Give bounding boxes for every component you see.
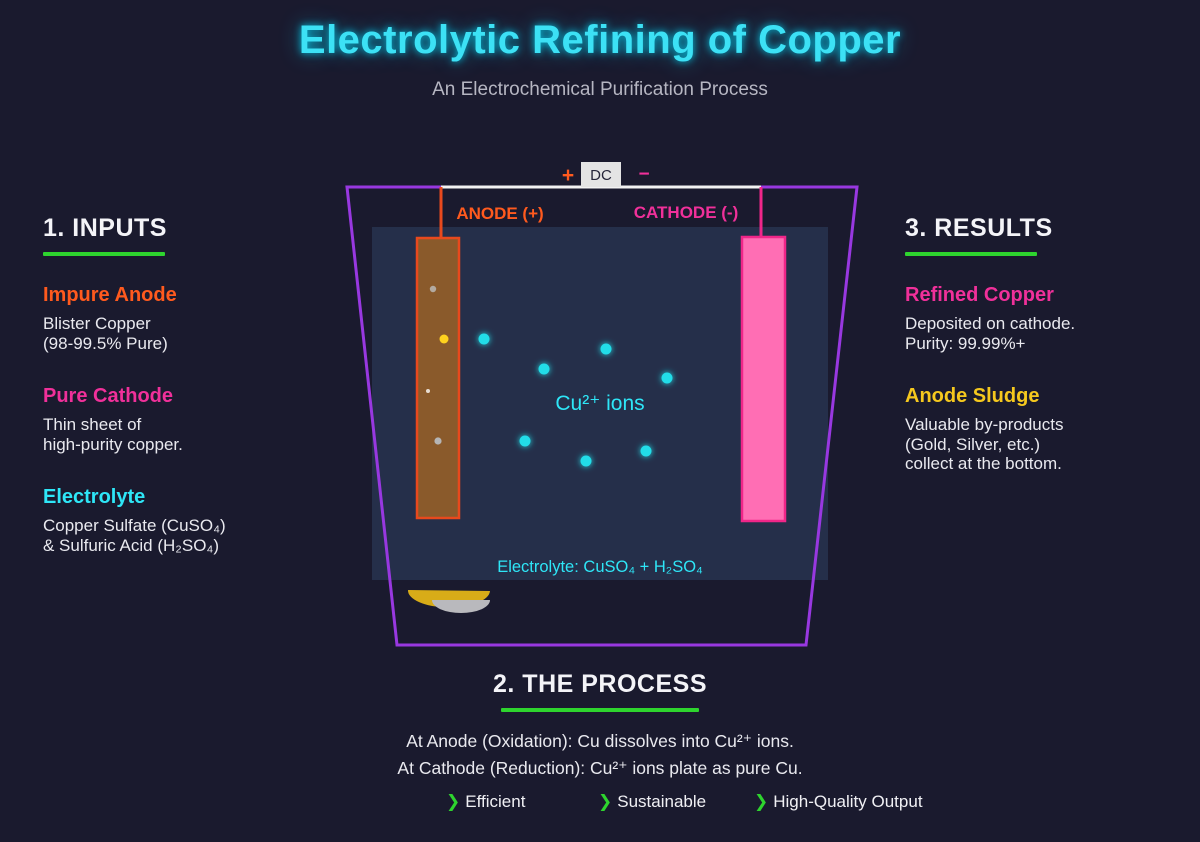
process-anode-line: At Anode (Oxidation): Cu dissolves into …	[406, 731, 794, 751]
inputs-section: 1. INPUTS Impure Anode Blister Copper (9…	[43, 214, 333, 555]
result-refined-copper-title: Refined Copper	[905, 284, 1054, 306]
page-subtitle: An Electrochemical Purification Process	[432, 79, 768, 100]
minus-terminal: −	[638, 164, 649, 185]
result-anode-sludge-line: collect at the bottom.	[905, 454, 1062, 473]
process-cathode-line: At Cathode (Reduction): Cu²⁺ ions plate …	[397, 758, 803, 778]
impurity-dot	[434, 437, 442, 445]
result-anode-sludge-line: (Gold, Silver, etc.)	[905, 434, 1041, 454]
cu-ion	[640, 445, 652, 457]
cu-ion	[600, 343, 612, 355]
results-underline	[905, 252, 1037, 256]
sludge-silver	[432, 600, 490, 613]
anode-label: ANODE (+)	[456, 204, 543, 223]
input-pure-cathode-line: high-purity copper.	[43, 434, 183, 454]
input-impure-anode-line: (98-99.5% Pure)	[43, 333, 168, 353]
plus-terminal: +	[562, 164, 574, 187]
badge-label: High-Quality Output	[773, 792, 923, 811]
cathode-label: CATHODE (-)	[634, 203, 739, 222]
process-heading: 2. THE PROCESS	[493, 670, 707, 698]
anode-bar	[415, 236, 461, 520]
input-impure-anode-line: Blister Copper	[43, 314, 151, 333]
result-anode-sludge: Anode Sludge Valuable by-products (Gold,…	[905, 385, 1195, 474]
input-impure-anode-title: Impure Anode	[43, 284, 177, 306]
badge-efficient: ❯Efficient	[446, 792, 525, 812]
cu-ion	[519, 435, 531, 447]
result-refined-copper-line: Deposited on cathode.	[905, 314, 1076, 333]
input-impure-anode: Impure Anode Blister Copper (98-99.5% Pu…	[43, 284, 333, 353]
dc-label: DC	[590, 167, 612, 184]
results-heading: 3. RESULTS	[905, 214, 1053, 242]
electrolyte-label: Electrolyte: CuSO₄ + H₂SO₄	[497, 558, 703, 576]
process-lines: At Anode (Oxidation): Cu dissolves into …	[0, 728, 1200, 782]
chevron-icon: ❯	[446, 792, 461, 811]
process-section: 2. THE PROCESS At Anode (Oxidation): Cu …	[0, 670, 1200, 782]
cu-ion	[661, 372, 673, 384]
ions-label: Cu²⁺ ions	[555, 392, 644, 415]
input-pure-cathode: Pure Cathode Thin sheet of high-purity c…	[43, 385, 333, 454]
results-section: 3. RESULTS Refined Copper Deposited on c…	[905, 214, 1195, 474]
result-refined-copper: Refined Copper Deposited on cathode. Pur…	[905, 284, 1195, 353]
input-electrolyte-line: & Sulfuric Acid (H₂SO₄)	[43, 535, 220, 555]
process-underline	[501, 708, 699, 712]
dc-power-supply	[581, 162, 621, 187]
result-anode-sludge-line: Valuable by-products	[905, 415, 1064, 434]
anode-impurities	[426, 285, 449, 445]
input-electrolyte-line: Copper Sulfate (CuSO₄)	[43, 516, 226, 535]
result-anode-sludge-title: Anode Sludge	[905, 385, 1040, 407]
badge-high-quality: ❯High-Quality Output	[754, 792, 923, 812]
badge-label: Efficient	[465, 792, 526, 811]
copper-ions	[478, 333, 673, 467]
result-refined-copper-line: Purity: 99.99%+	[905, 333, 1026, 353]
impurity-dot	[429, 285, 437, 293]
inputs-underline	[43, 252, 165, 256]
input-pure-cathode-line: Thin sheet of	[43, 415, 142, 434]
chevron-icon: ❯	[754, 792, 769, 811]
input-pure-cathode-title: Pure Cathode	[43, 385, 174, 407]
badges-row: ❯Efficient ❯Sustainable ❯High-Quality Ou…	[0, 792, 1200, 818]
electrolytic-cell-diagram: DC + − ANODE (+) CATHODE (-) Cu²⁺ ions E…	[345, 162, 859, 647]
input-electrolyte: Electrolyte Copper Sulfate (CuSO₄) & Sul…	[43, 486, 333, 555]
inputs-heading: 1. INPUTS	[43, 214, 167, 242]
impurity-dot	[439, 334, 449, 344]
badge-label: Sustainable	[617, 792, 707, 811]
page-title: Electrolytic Refining of Copper	[298, 18, 902, 62]
cu-ion	[538, 363, 550, 375]
cu-ion	[478, 333, 490, 345]
input-electrolyte-title: Electrolyte	[43, 486, 146, 508]
impurity-dot	[426, 389, 430, 393]
chevron-icon: ❯	[598, 792, 613, 811]
badge-sustainable: ❯Sustainable	[598, 792, 706, 812]
cu-ion	[580, 455, 592, 467]
cathode-bar	[740, 235, 787, 523]
